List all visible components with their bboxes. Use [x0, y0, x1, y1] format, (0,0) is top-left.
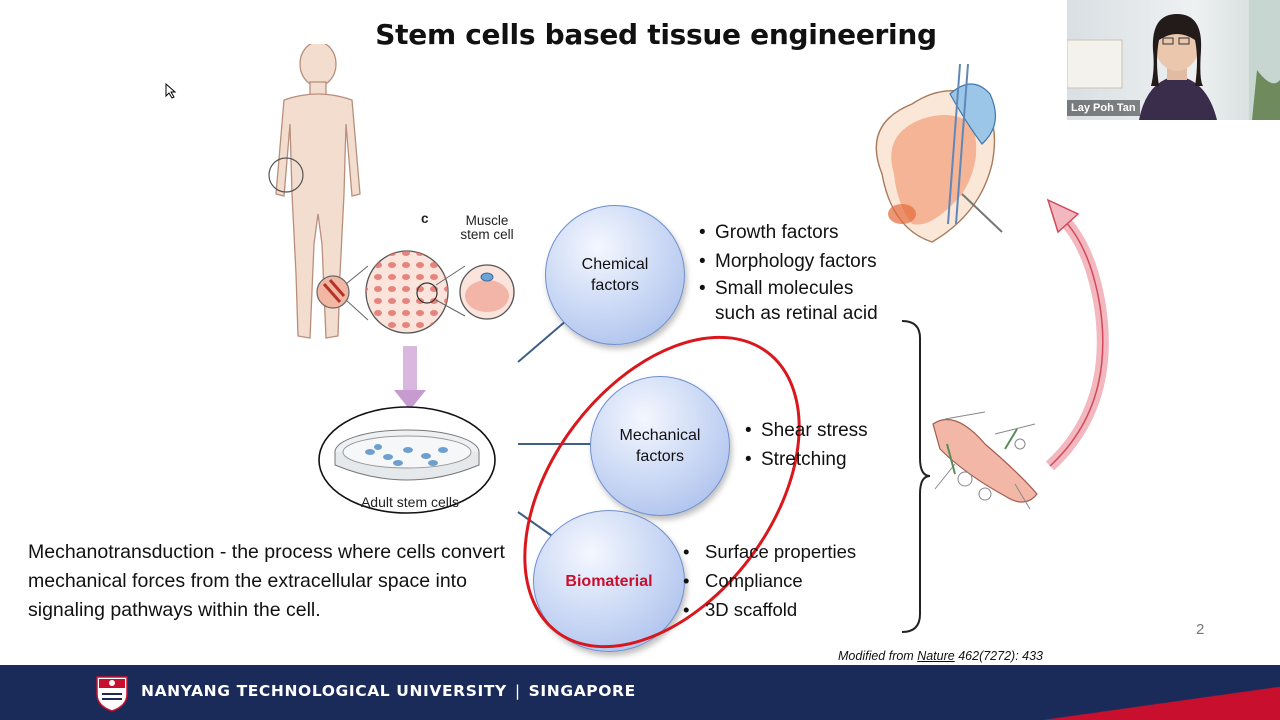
bracket-icon [901, 320, 930, 633]
list-item: Surface properties [683, 537, 856, 566]
footer-accent [1040, 665, 1280, 720]
list-item: 3D scaffold [683, 595, 856, 624]
mechanical-factors-circle: Mechanical factors [590, 376, 730, 516]
slide-title: Stem cells based tissue engineering [375, 18, 937, 51]
source-credit: Modified from Nature 462(7272): 433 [838, 649, 1043, 663]
list-item: Shear stress [745, 416, 868, 445]
participant-video-image [1067, 0, 1280, 120]
panel-label: c [421, 211, 429, 226]
list-item: Compliance [683, 566, 856, 595]
participant-video-tile[interactable] [1067, 0, 1280, 120]
university-crest-icon [96, 676, 128, 712]
mechanical-factors-list: Shear stress Stretching [745, 416, 868, 474]
list-item: Morphology factors [699, 247, 878, 276]
university-name: NANYANG TECHNOLOGICAL UNIVERSITY|SINGAPO… [141, 682, 636, 700]
curved-arrow-icon [1045, 198, 1109, 471]
biomaterial-circle: Biomaterial [533, 510, 685, 652]
page-number: 2 [1196, 621, 1205, 638]
biomaterial-list: Surface properties Compliance 3D scaffol… [683, 537, 856, 624]
down-arrow-icon [394, 346, 426, 410]
human-body-illustration [268, 44, 515, 339]
chemical-factors-circle: Chemical factors [545, 205, 685, 345]
biomaterial-label: Biomaterial [565, 572, 653, 590]
chemical-factors-list: Growth factors Morphology factors Small … [699, 218, 878, 326]
mechanotransduction-description: Mechanotransduction - the process where … [28, 541, 505, 621]
list-item: Stretching [745, 445, 868, 474]
engineered-tissue-illustration [932, 411, 1038, 510]
petri-dish-illustration [318, 406, 496, 514]
chemical-factors-label: Chemical factors [581, 256, 649, 294]
mouse-cursor-icon [165, 83, 177, 99]
participant-name-label: Lay Poh Tan [1067, 100, 1140, 116]
muscle-stem-cell-label: Muscle stem cell [460, 213, 514, 242]
dish-label: Adult stem cells [360, 494, 460, 510]
mechanical-factors-label: Mechanical factors [619, 427, 701, 465]
list-item: Small molecules such as retinal acid [699, 276, 878, 326]
heart-illustration [875, 64, 1003, 243]
connector-lines [517, 319, 595, 539]
list-item: Growth factors [699, 218, 878, 247]
